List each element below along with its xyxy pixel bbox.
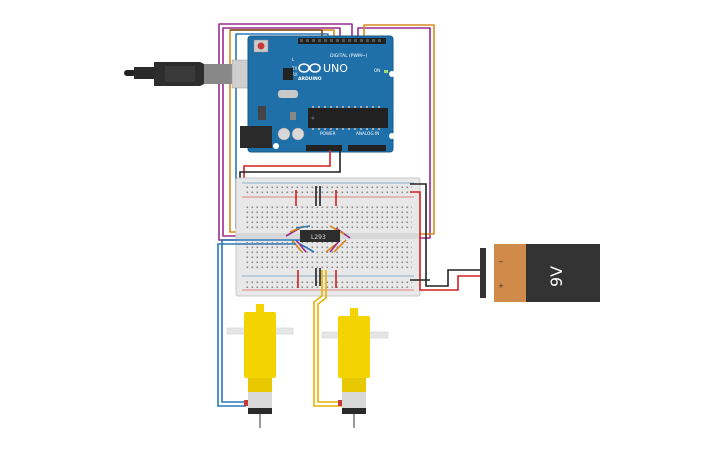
power-header[interactable] [306,145,342,151]
battery-9v[interactable]: − + 9V [480,244,600,302]
voltage-regulator [258,106,266,120]
arduino-model: UNO [323,62,348,75]
wire-motor1-blue-a[interactable] [221,239,300,403]
capacitor-1 [277,127,291,141]
ic-label: L293 [311,234,326,241]
wire-motor1-blue-b[interactable] [217,243,296,407]
wires-arduino-breadboard [239,150,341,188]
power-jack [240,126,272,148]
usb-cable [124,59,267,89]
arduino-logo-icon [298,63,321,73]
wire-black-gnd[interactable] [239,150,341,182]
analog-label: ANALOG IN [356,131,379,136]
label-l: L [292,57,295,62]
crystal [278,90,298,98]
digital-header-label: DIGITAL (PWM~) [330,53,368,59]
wire-motor2-yellow-b[interactable] [313,270,342,407]
arduino-brand: ARDUINO [298,76,322,82]
arduino-uno[interactable]: DIGITAL (PWM~) UNO ARDUINO L TX RX ON [240,35,395,153]
label-rx: RX [292,72,298,77]
label-tx: TX [291,66,297,71]
battery-voltage: 9V [547,266,566,287]
motor-wires [217,239,342,407]
l293-ic[interactable]: L293 [300,230,340,242]
gear-motor-1[interactable] [226,304,294,428]
analog-header[interactable] [348,145,386,151]
wire-red-5v[interactable] [243,150,331,188]
atmega-chip [308,108,388,128]
wire-motor2-yellow-a[interactable] [317,270,342,403]
capacitor-2 [291,127,305,141]
battery-plus: + [498,282,504,290]
battery-minus: − [498,258,504,266]
wire-battery-red[interactable] [410,191,484,291]
power-label: POWER [320,131,336,136]
wire-battery-black[interactable] [410,183,484,287]
usb-chip [283,68,293,80]
label-on: ON [374,68,380,73]
gear-motor-2[interactable] [321,308,389,428]
battery-wires [410,183,484,291]
